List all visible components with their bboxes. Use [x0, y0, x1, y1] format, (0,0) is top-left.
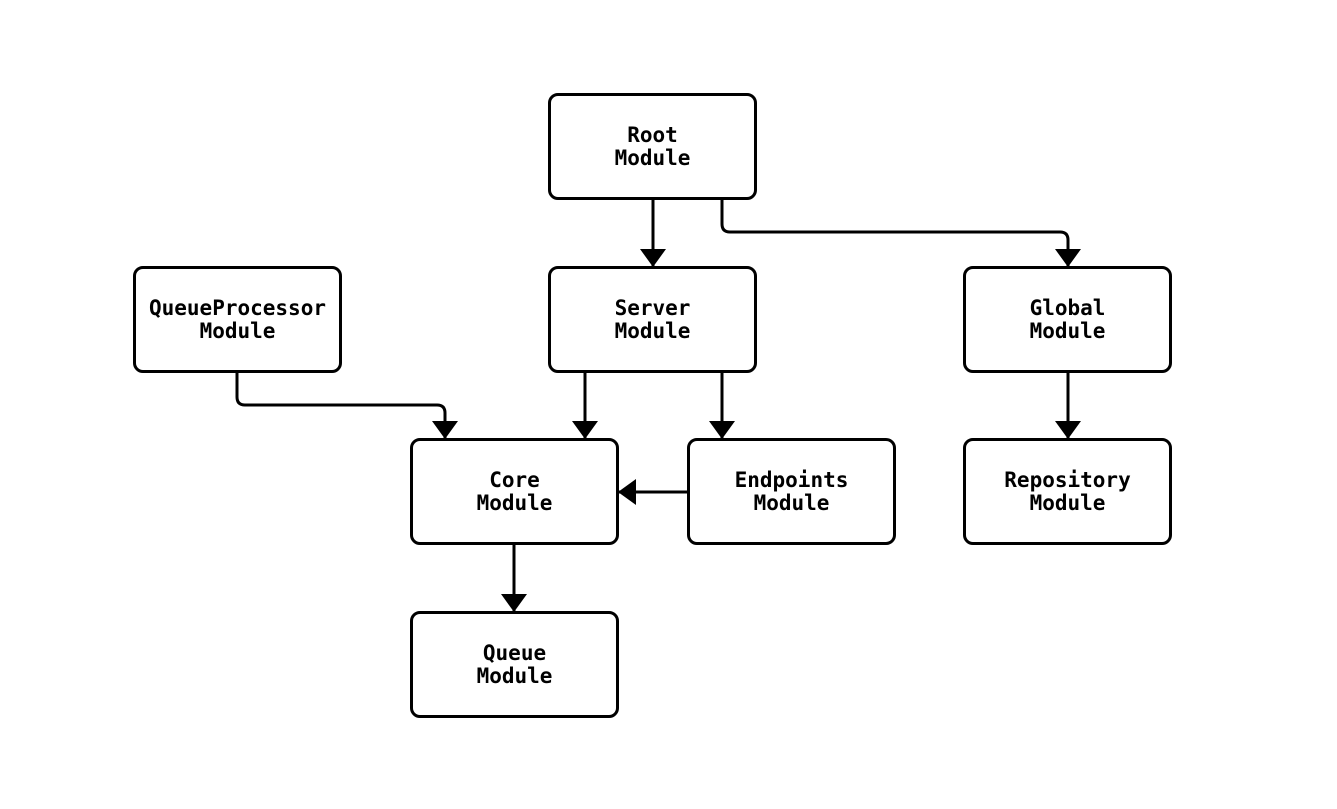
node-queueprocessor-module: QueueProcessor Module — [133, 266, 342, 373]
node-queueprocessor-module-label-line2: Module — [199, 318, 276, 343]
node-endpoints-module-label-line1: Endpoints — [734, 467, 849, 492]
node-global-module: Global Module — [963, 266, 1172, 373]
node-core-module-label-line2: Module — [476, 490, 553, 515]
edge-queueprocessor-to-core — [235, 373, 458, 439]
node-queue-module-label-line2: Module — [476, 663, 553, 688]
node-root-module: Root Module — [548, 93, 757, 200]
node-root-module-label-line1: Root — [627, 122, 678, 147]
node-endpoints-module: Endpoints Module — [687, 438, 896, 545]
node-global-module-label-line1: Global — [1029, 295, 1106, 320]
node-endpoints-module-label-line2: Module — [753, 490, 830, 515]
node-server-module-label-line1: Server — [614, 295, 691, 320]
node-server-module-label-line2: Module — [614, 318, 691, 343]
node-server-module: Server Module — [548, 266, 757, 373]
node-global-module-label-line2: Module — [1029, 318, 1106, 343]
node-repository-module-label-line2: Module — [1029, 490, 1106, 515]
node-repository-module: Repository Module — [963, 438, 1172, 545]
node-core-module: Core Module — [410, 438, 619, 545]
edge-root-to-global — [720, 200, 1081, 267]
node-root-module-label-line2: Module — [614, 145, 691, 170]
node-queueprocessor-module-label-line1: QueueProcessor — [148, 295, 326, 320]
node-queue-module: Queue Module — [410, 611, 619, 718]
node-queue-module-label-line1: Queue — [482, 640, 547, 665]
node-core-module-label-line1: Core — [489, 467, 540, 492]
node-repository-module-label-line1: Repository — [1004, 467, 1131, 492]
